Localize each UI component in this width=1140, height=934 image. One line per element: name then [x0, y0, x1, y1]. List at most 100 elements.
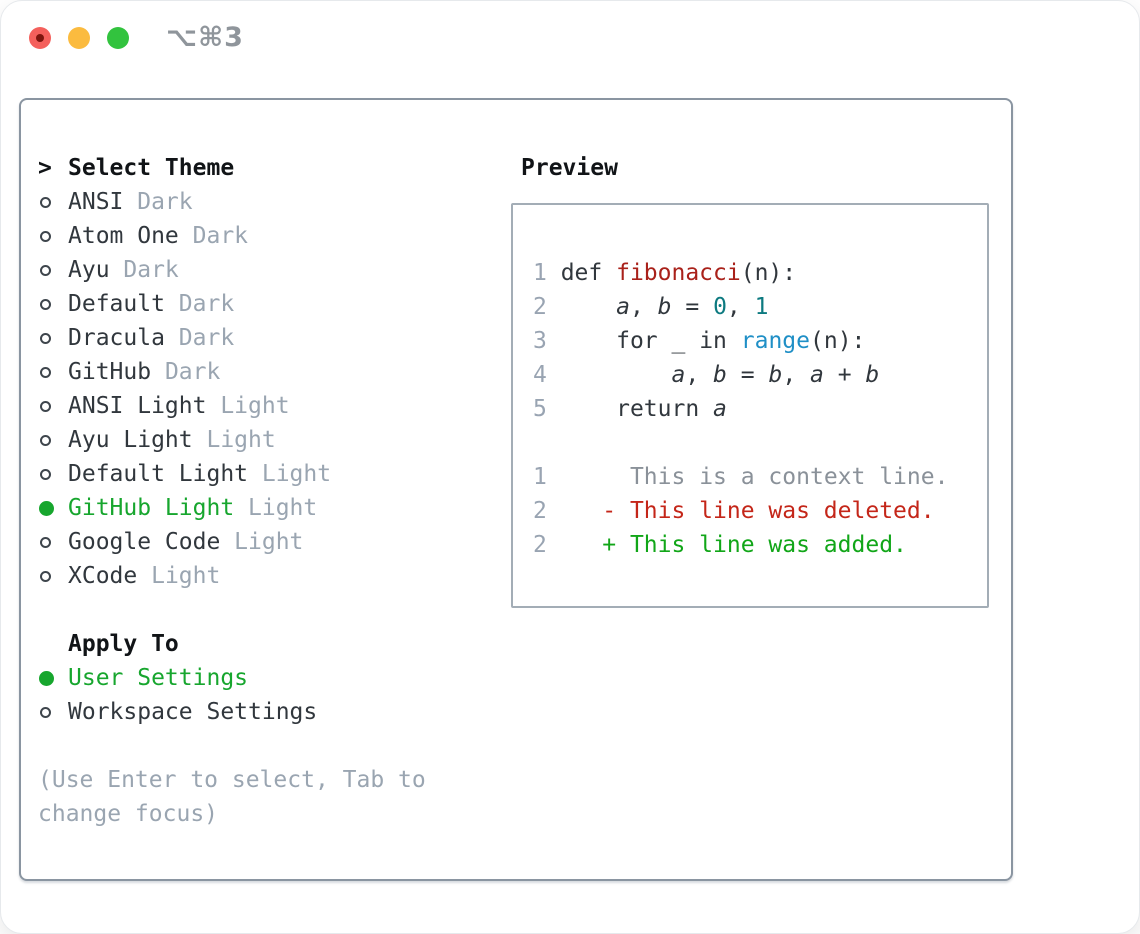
code-line: 1 def fibonacci(n): [533, 256, 948, 290]
radio-unselected-icon [38, 298, 68, 310]
radio-unselected-icon [38, 366, 68, 378]
token-pl: , [629, 294, 658, 320]
token-var: a [713, 396, 727, 422]
apply-option-workspace-settings[interactable]: Workspace Settings [38, 695, 478, 729]
preview-section: Preview 1 def fibonacci(n):2 a, b = 0, 1… [503, 151, 1007, 608]
token-pl: , [726, 294, 755, 320]
theme-item-google-code[interactable]: Google Code Light [38, 525, 478, 559]
token-var: b [768, 362, 783, 388]
token-var: b [713, 362, 727, 388]
theme-variant-tag: Dark [123, 257, 179, 283]
token-ln: 1 [533, 464, 547, 490]
token-pl: = [726, 362, 769, 388]
token-num: 1 [754, 294, 769, 320]
theme-variant-tag: Dark [178, 325, 235, 351]
token-pl [561, 362, 672, 388]
theme-name: Ayu [68, 257, 110, 283]
radio-unselected-icon [38, 570, 68, 582]
token-del: - This line was deleted. [602, 498, 935, 524]
close-button[interactable] [29, 27, 51, 49]
code-line: 2 + This line was added. [533, 528, 948, 562]
spacer [38, 593, 478, 627]
token-add: + This line was added. [602, 532, 907, 558]
token-pl [547, 532, 602, 558]
token-pl: _ [657, 328, 700, 354]
apply-option-label: User Settings [68, 665, 249, 691]
apply-to-title: Apply To [68, 631, 179, 657]
token-ln: 3 [533, 328, 561, 354]
theme-name: Default Light [68, 461, 249, 487]
theme-name: ANSI [68, 189, 124, 215]
code-line: 4 a, b = b, a + b [533, 358, 948, 392]
token-ln: 5 [533, 396, 561, 422]
theme-variant-tag: Light [220, 393, 290, 419]
token-var: a [671, 362, 686, 388]
radio-unselected-icon [38, 332, 68, 344]
token-pl [547, 498, 602, 524]
theme-item-ayu[interactable]: Ayu Dark [38, 253, 478, 287]
theme-name: Ayu Light [68, 427, 193, 453]
radio-unselected-icon [38, 196, 68, 208]
token-ln: 4 [533, 362, 561, 388]
code-line: 2 - This line was deleted. [533, 494, 948, 528]
theme-name: Atom One [68, 223, 179, 249]
theme-variant-tag: Light [151, 563, 221, 589]
token-kw: return [616, 396, 700, 422]
radio-selected-icon [38, 500, 68, 516]
radio-unselected-icon [38, 536, 68, 548]
theme-name: Google Code [68, 529, 221, 555]
radio-unselected-icon [38, 468, 68, 480]
apply-option-label: Workspace Settings [68, 699, 318, 725]
token-ln: 2 [533, 532, 547, 558]
theme-variant-tag: Dark [178, 291, 235, 317]
code-line: 1 This is a context line. [533, 460, 948, 494]
theme-variant-tag: Dark [192, 223, 249, 249]
help-text-line2: change focus) [38, 801, 219, 827]
token-fn: fibonacci [616, 260, 741, 286]
token-kw: def [560, 260, 617, 286]
theme-item-ansi-light[interactable]: ANSI Light Light [38, 389, 478, 423]
code-line [533, 426, 948, 460]
token-ctx: This is a context line. [629, 464, 949, 490]
theme-variant-tag: Light [234, 529, 304, 555]
radio-unselected-icon [38, 706, 68, 718]
close-dot-icon [36, 34, 44, 42]
radio-unselected-icon [38, 434, 68, 446]
token-var: a [810, 362, 824, 388]
theme-name: XCode [68, 563, 138, 589]
apply-option-user-settings[interactable]: User Settings [38, 661, 478, 695]
code-line: 5 return a [533, 392, 948, 426]
apply-to-header: Apply To [38, 627, 478, 661]
theme-name: GitHub [68, 359, 152, 385]
window-title: ⌥⌘3 [166, 22, 244, 53]
theme-item-atom-one[interactable]: Atom One Dark [38, 219, 478, 253]
minimize-button[interactable] [68, 27, 90, 49]
radio-unselected-icon [38, 230, 68, 242]
zoom-button[interactable] [107, 27, 129, 49]
code-line: 2 a, b = 0, 1 [533, 290, 948, 324]
theme-item-xcode[interactable]: XCode Light [38, 559, 478, 593]
help-text-line1: (Use Enter to select, Tab to [38, 767, 426, 793]
token-pl: (n): [740, 260, 797, 286]
token-bi: range [740, 328, 810, 354]
token-pl: (n): [810, 328, 866, 354]
token-ln: 2 [533, 294, 561, 320]
select-theme-title: Select Theme [68, 155, 235, 181]
radio-unselected-icon [38, 264, 68, 276]
theme-variant-tag: Light [261, 461, 332, 487]
theme-item-default-light[interactable]: Default Light Light [38, 457, 478, 491]
token-pl [561, 328, 616, 354]
token-var: b [865, 362, 880, 388]
token-pl [561, 396, 616, 422]
theme-name: ANSI Light [68, 393, 207, 419]
token-pl: + [823, 362, 866, 388]
radio-unselected-icon [38, 400, 68, 412]
